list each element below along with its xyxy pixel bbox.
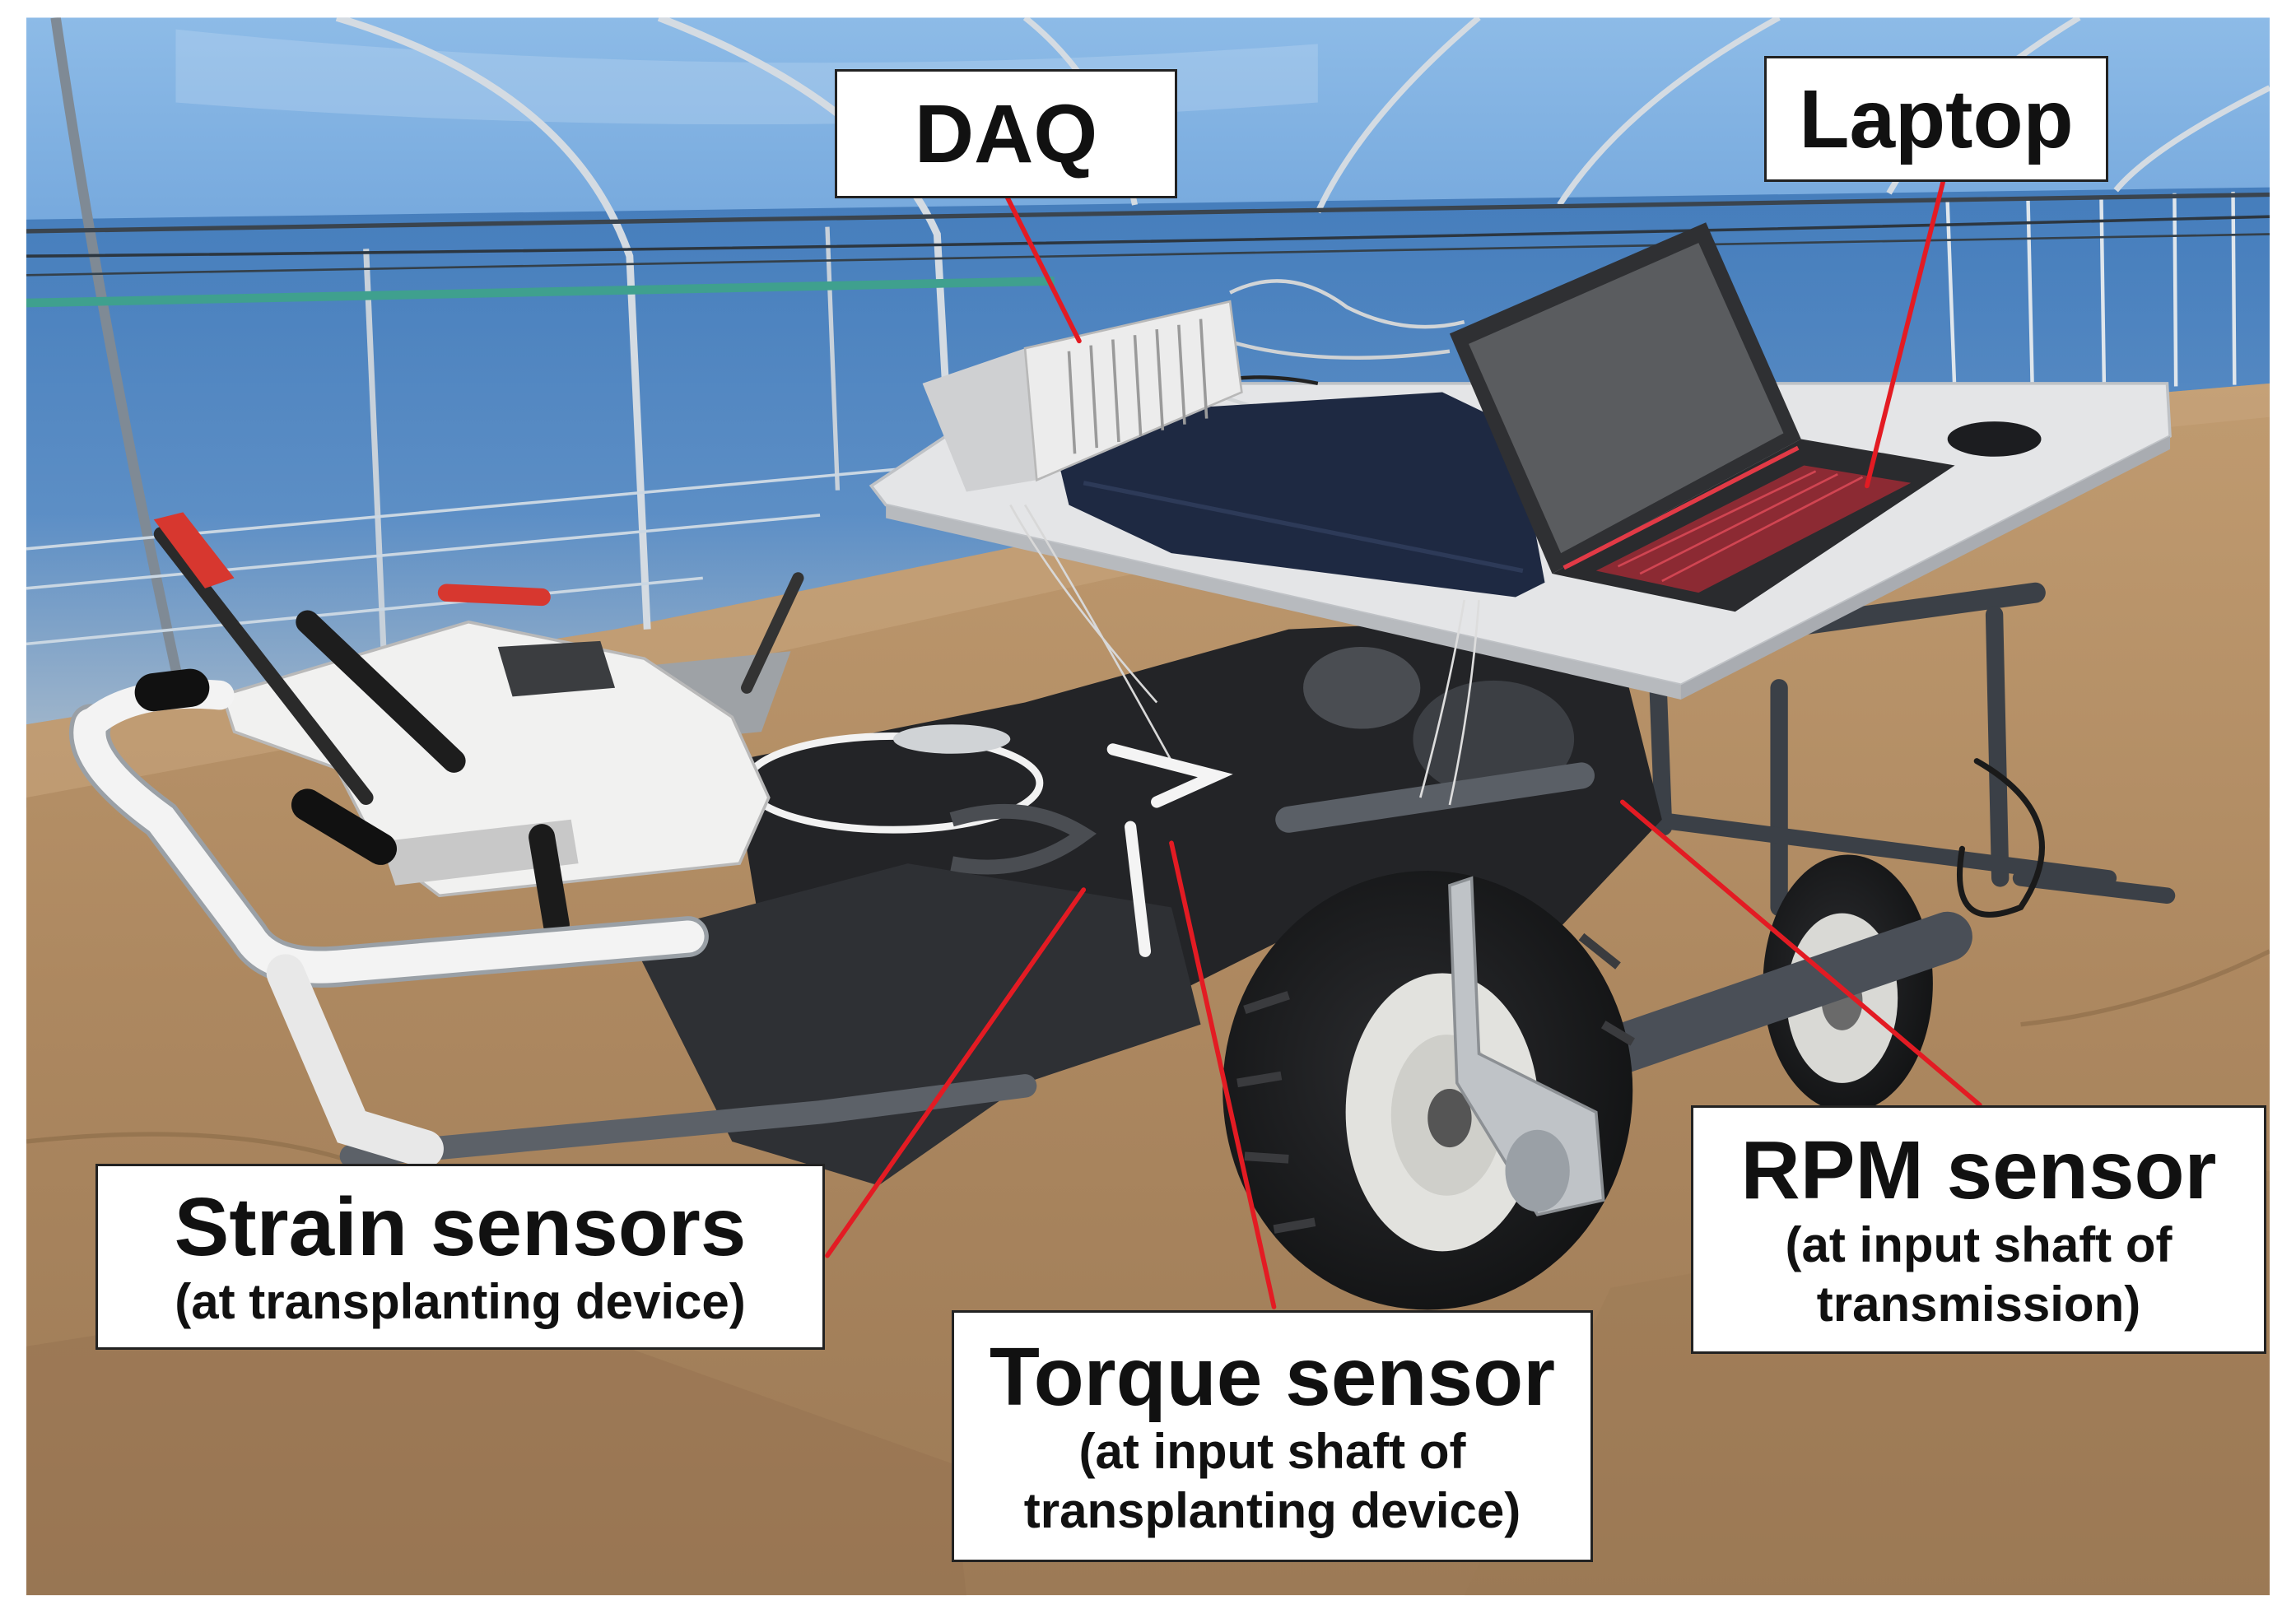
lower-pipe: [339, 1074, 1037, 1168]
rpm-sensor-note-line-2: transmission): [1816, 1277, 2141, 1332]
cable: [1419, 599, 1480, 806]
hinge-light: [1562, 445, 1800, 570]
greenhouse-frame: [26, 17, 2270, 704]
arrow-daq: [1004, 195, 1082, 344]
greenhouse-pole: [363, 249, 387, 652]
greenhouse-pole: [1945, 191, 2237, 396]
engine-part: [1413, 680, 1575, 798]
laptop-label: Laptop: [1764, 56, 2108, 182]
transplanting-device: [339, 724, 1233, 1186]
torque-sensor-title: Torque sensor: [989, 1331, 1556, 1423]
cushion-body: [1057, 392, 1545, 598]
tire-tread: [1236, 932, 1635, 1234]
daq-label-title: DAQ: [914, 87, 1098, 180]
rpm-sensor-title: RPM sensor: [1740, 1124, 2217, 1216]
laptop: [1449, 222, 1955, 612]
torque-sensor-label: Torque sensor (at input shaft of transpl…: [952, 1310, 1593, 1562]
transplanting-disk: [893, 724, 1011, 754]
arrow-laptop: [1864, 179, 1946, 489]
front-wheel: [1223, 871, 1635, 1310]
rpm-sensor-note-line-1: (at input shaft of: [1785, 1217, 2173, 1272]
lever-black: [296, 610, 466, 773]
rpm-sensor-label: RPM sensor (at input shaft of transmissi…: [1691, 1105, 2266, 1354]
panel-display: [497, 640, 616, 697]
chain-drive: [949, 803, 1097, 875]
greenhouse-arch: [1315, 17, 1481, 214]
bracket-cap: [1505, 1129, 1570, 1212]
wire: [26, 233, 2270, 277]
arrow-torque-sensor: [1169, 840, 1277, 1309]
laptop-keyboard: [1595, 465, 1912, 593]
strain-sensors-note: (at transplanting device): [175, 1274, 746, 1329]
navy-cushion: [1057, 392, 1545, 598]
handlebar-pipe: [73, 708, 705, 984]
handlebar-grip: [291, 788, 398, 865]
green-strip: [26, 277, 1055, 308]
greenhouse-arch: [1557, 17, 1781, 207]
table-front-edge: [886, 505, 1681, 700]
arrow-strain-sensors: [825, 887, 1087, 1258]
strain-sensors-label: Strain sensors (at transplanting device): [95, 1164, 825, 1350]
daq-label: DAQ: [835, 69, 1177, 198]
lever-grip: [529, 824, 570, 938]
frame-lower-beam: [1646, 812, 2176, 905]
daq-device: [922, 300, 1243, 492]
keyboard-rows: [1617, 470, 1864, 583]
mouse: [1947, 421, 2042, 457]
cable-loop: [1956, 758, 2046, 918]
cable: [1229, 279, 1465, 329]
white-bracket: [1106, 743, 1233, 957]
cushion-seam: [1083, 481, 1524, 574]
laptop-screen: [1469, 243, 1784, 554]
daq-front-face: [1023, 300, 1243, 482]
control-panel: [153, 512, 804, 938]
lever-red-tip: [153, 512, 235, 588]
purlin: [26, 192, 2270, 234]
greenhouse-pole: [50, 17, 189, 704]
handlebar: [69, 668, 709, 1168]
front-hub: [1427, 1088, 1472, 1148]
lever-rod: [153, 527, 374, 805]
cable: [1222, 337, 1451, 360]
arrow-rpm-sensor: [1619, 799, 1982, 1108]
bracket-plate: [1448, 876, 1605, 1216]
torque-sensor-note-line-1: (at input shaft of: [1078, 1424, 1466, 1479]
laptop-label-title: Laptop: [1799, 72, 2074, 165]
table-right-edge: [1680, 435, 2171, 700]
handlebar-grip: [134, 668, 210, 712]
soil-furrow-left: [26, 1280, 966, 1596]
frame-leg: [1648, 606, 2010, 917]
torque-sensor-note-line-2: transplanting device): [1023, 1483, 1521, 1538]
strain-sensors-title: Strain sensors: [174, 1181, 747, 1273]
daq-side-face: [922, 348, 1037, 492]
daq-vents: [1067, 319, 1209, 454]
greenhouse-pole: [825, 226, 841, 491]
gearbox: [629, 863, 1201, 1186]
wheel-bracket: [1448, 876, 1605, 1216]
wrapped-pipe: [266, 954, 444, 1168]
cable: [1009, 504, 1173, 762]
annotation-arrows: [825, 179, 1982, 1309]
engine-part: [1303, 646, 1421, 729]
drive-shaft: [1275, 762, 1595, 833]
lever-small: [741, 572, 804, 694]
lever-red-handle: [437, 584, 551, 607]
greenhouse-arch: [2113, 85, 2270, 193]
